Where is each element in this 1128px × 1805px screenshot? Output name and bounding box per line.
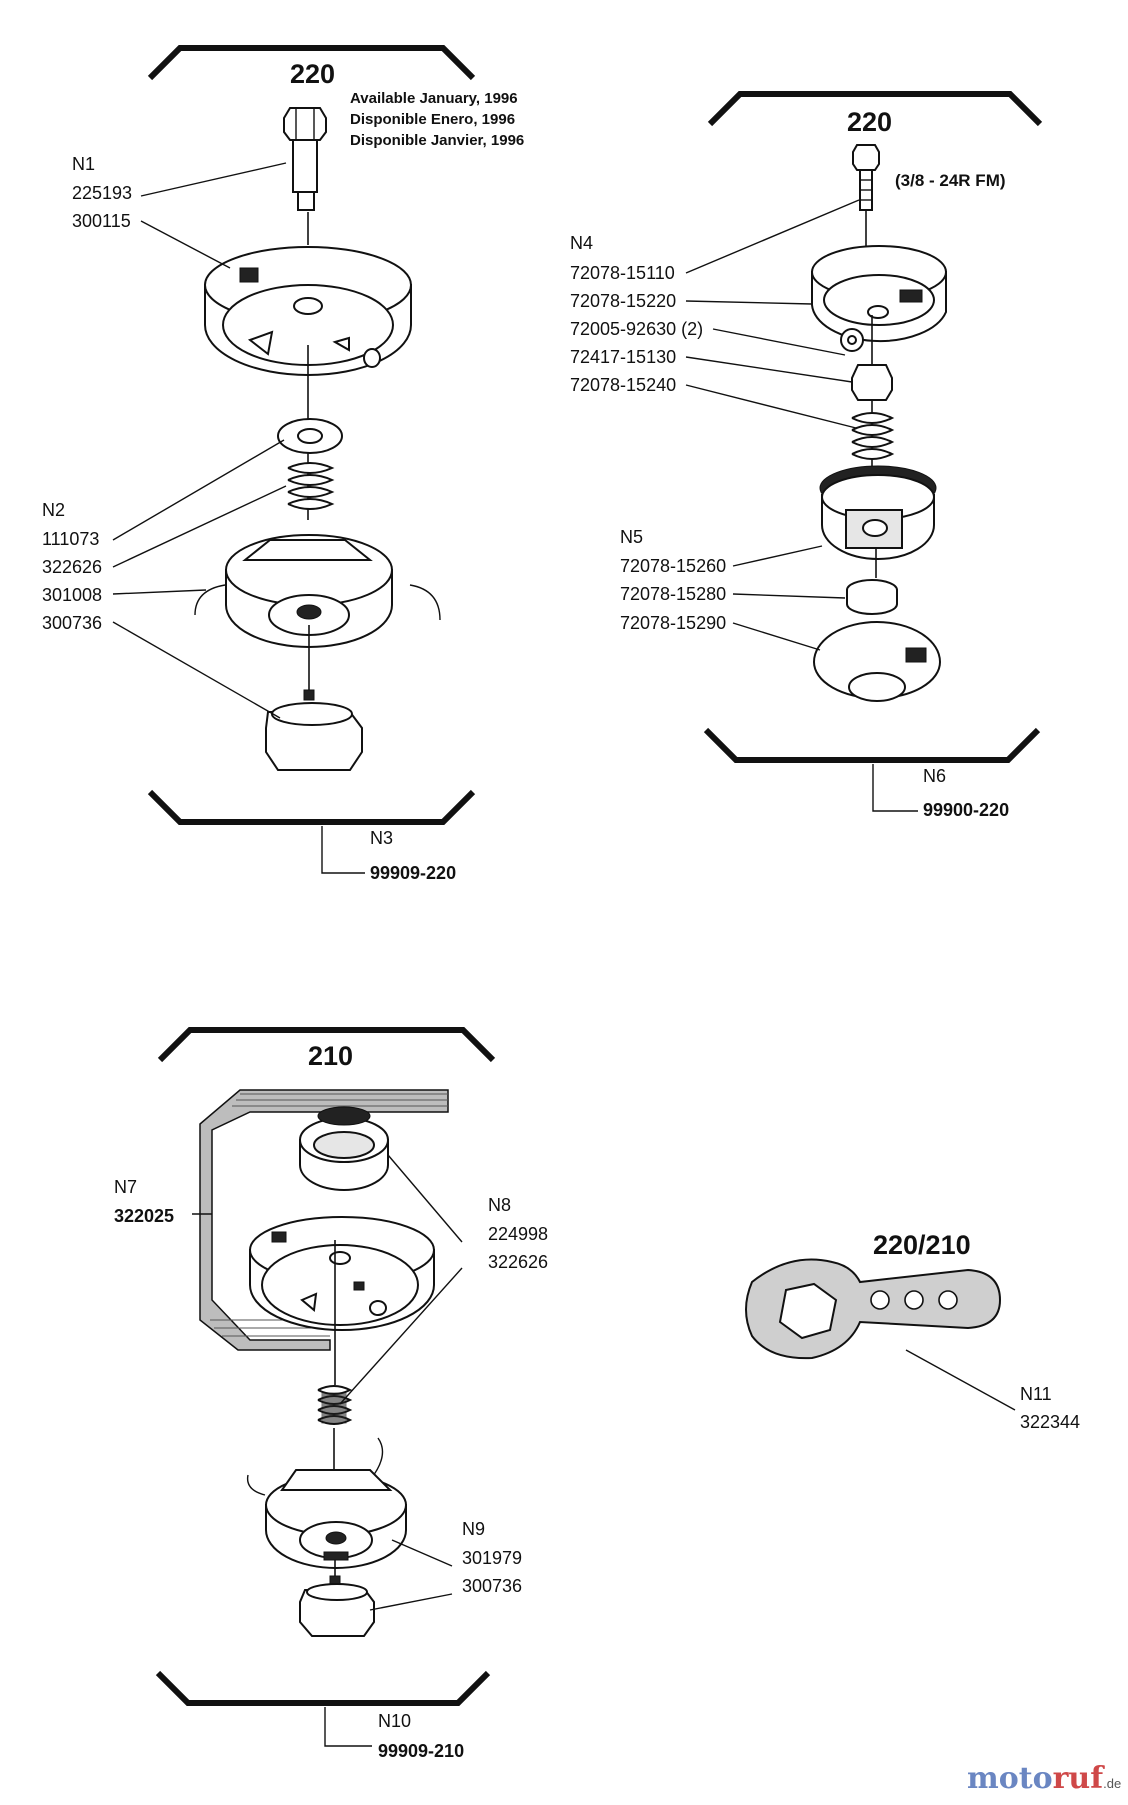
bump-knob-210-part [299, 1575, 375, 1637]
callout-n2: N2 [42, 500, 65, 520]
spring-210-part [317, 1385, 353, 1425]
spool-with-line-part [194, 534, 441, 648]
kit-number-99909-210: 99909-210 [378, 1741, 464, 1761]
eyelet-hub-part [846, 579, 898, 615]
section-title: 220 [290, 59, 335, 89]
section-bracket-bottom [155, 1670, 491, 1706]
availability-note-es: Disponible Enero, 1996 [350, 111, 515, 128]
cover-cap-part [812, 621, 942, 702]
section-220-left: 220 Available January, 1996 Disponible E… [42, 45, 524, 883]
part-number-72078-15240: 72078-15240 [570, 375, 676, 395]
callout-n8: N8 [488, 1195, 511, 1215]
section-bracket-top [147, 45, 476, 81]
callout-n9: N9 [462, 1519, 485, 1539]
callout-n1: N1 [72, 154, 95, 174]
part-number-72078-15290: 72078-15290 [620, 613, 726, 633]
lock-washer-part [277, 418, 343, 454]
callout-n7: N7 [114, 1177, 137, 1197]
part-number-225193: 225193 [72, 183, 132, 203]
watermark-logo: motoruf.de [967, 1761, 1121, 1796]
spool-retainer-part [299, 1106, 389, 1191]
part-number-224998: 224998 [488, 1224, 548, 1244]
section-bracket-top [157, 1027, 496, 1063]
section-220-right: 220 (3/8 - 24R FM) [570, 91, 1043, 820]
head-spring-part [851, 412, 895, 460]
callout-n10: N10 [378, 1711, 411, 1731]
part-number-72078-15280: 72078-15280 [620, 584, 726, 604]
bracket-assembly-shading [199, 1089, 449, 1351]
hex-nut-part [851, 364, 893, 401]
part-number-301008: 301008 [42, 585, 102, 605]
availability-note-fr: Disponible Janvier, 1996 [350, 132, 524, 149]
spanner-wrench-part [745, 1258, 1002, 1360]
part-number-300736: 300736 [462, 1576, 522, 1596]
section-bracket-bottom [147, 789, 476, 825]
spring-part [287, 462, 335, 510]
threaded-arbor-part [852, 144, 880, 211]
svg-text:motoruf.de: motoruf.de [967, 1761, 1121, 1796]
adapter-bolt-part [283, 107, 327, 211]
part-number-72005-92630: 72005-92630 (2) [570, 319, 703, 339]
section-title: 210 [308, 1041, 353, 1071]
part-number-300115: 300115 [72, 211, 131, 231]
callout-n11: N11 [1020, 1384, 1052, 1404]
bump-knob-part [265, 689, 363, 771]
callout-n5: N5 [620, 527, 643, 547]
part-number-72417-15130: 72417-15130 [570, 347, 676, 367]
callout-n4: N4 [570, 233, 593, 253]
part-number-111073: 111073 [42, 529, 99, 549]
housing-210-part [249, 1216, 435, 1331]
thread-spec: (3/8 - 24R FM) [895, 171, 1006, 190]
part-number-322344: 322344 [1020, 1412, 1080, 1432]
part-number-322025: 322025 [114, 1206, 174, 1226]
part-number-72078-15260: 72078-15260 [620, 556, 726, 576]
callout-n6: N6 [923, 766, 946, 786]
availability-note-en: Available January, 1996 [350, 90, 518, 107]
part-number-72078-15220: 72078-15220 [570, 291, 676, 311]
watermark-tld: .de [1103, 1776, 1121, 1791]
line-spool-part [819, 465, 937, 560]
section-bracket-top [707, 91, 1043, 127]
head-housing-part [811, 245, 947, 352]
kit-number-99900-220: 99900-220 [923, 800, 1009, 820]
section-bracket-bottom [703, 727, 1041, 763]
watermark-brand: moto [967, 1761, 1053, 1796]
callout-n3: N3 [370, 828, 393, 848]
spool-210-part [246, 1437, 407, 1569]
part-number-300736: 300736 [42, 613, 102, 633]
part-number-301979: 301979 [462, 1548, 522, 1568]
part-number-72078-15110: 72078-15110 [570, 263, 675, 283]
part-number-322626: 322626 [42, 557, 102, 577]
part-number-322626: 322626 [488, 1252, 548, 1272]
section-210: 210 [114, 1027, 548, 1761]
watermark-brand-accent: ruf [1053, 1761, 1106, 1796]
section-title: 220/210 [873, 1230, 971, 1260]
section-wrench: 220/210 N11 322344 [745, 1230, 1080, 1432]
section-title: 220 [847, 107, 892, 137]
kit-number-99909-220: 99909-220 [370, 863, 456, 883]
